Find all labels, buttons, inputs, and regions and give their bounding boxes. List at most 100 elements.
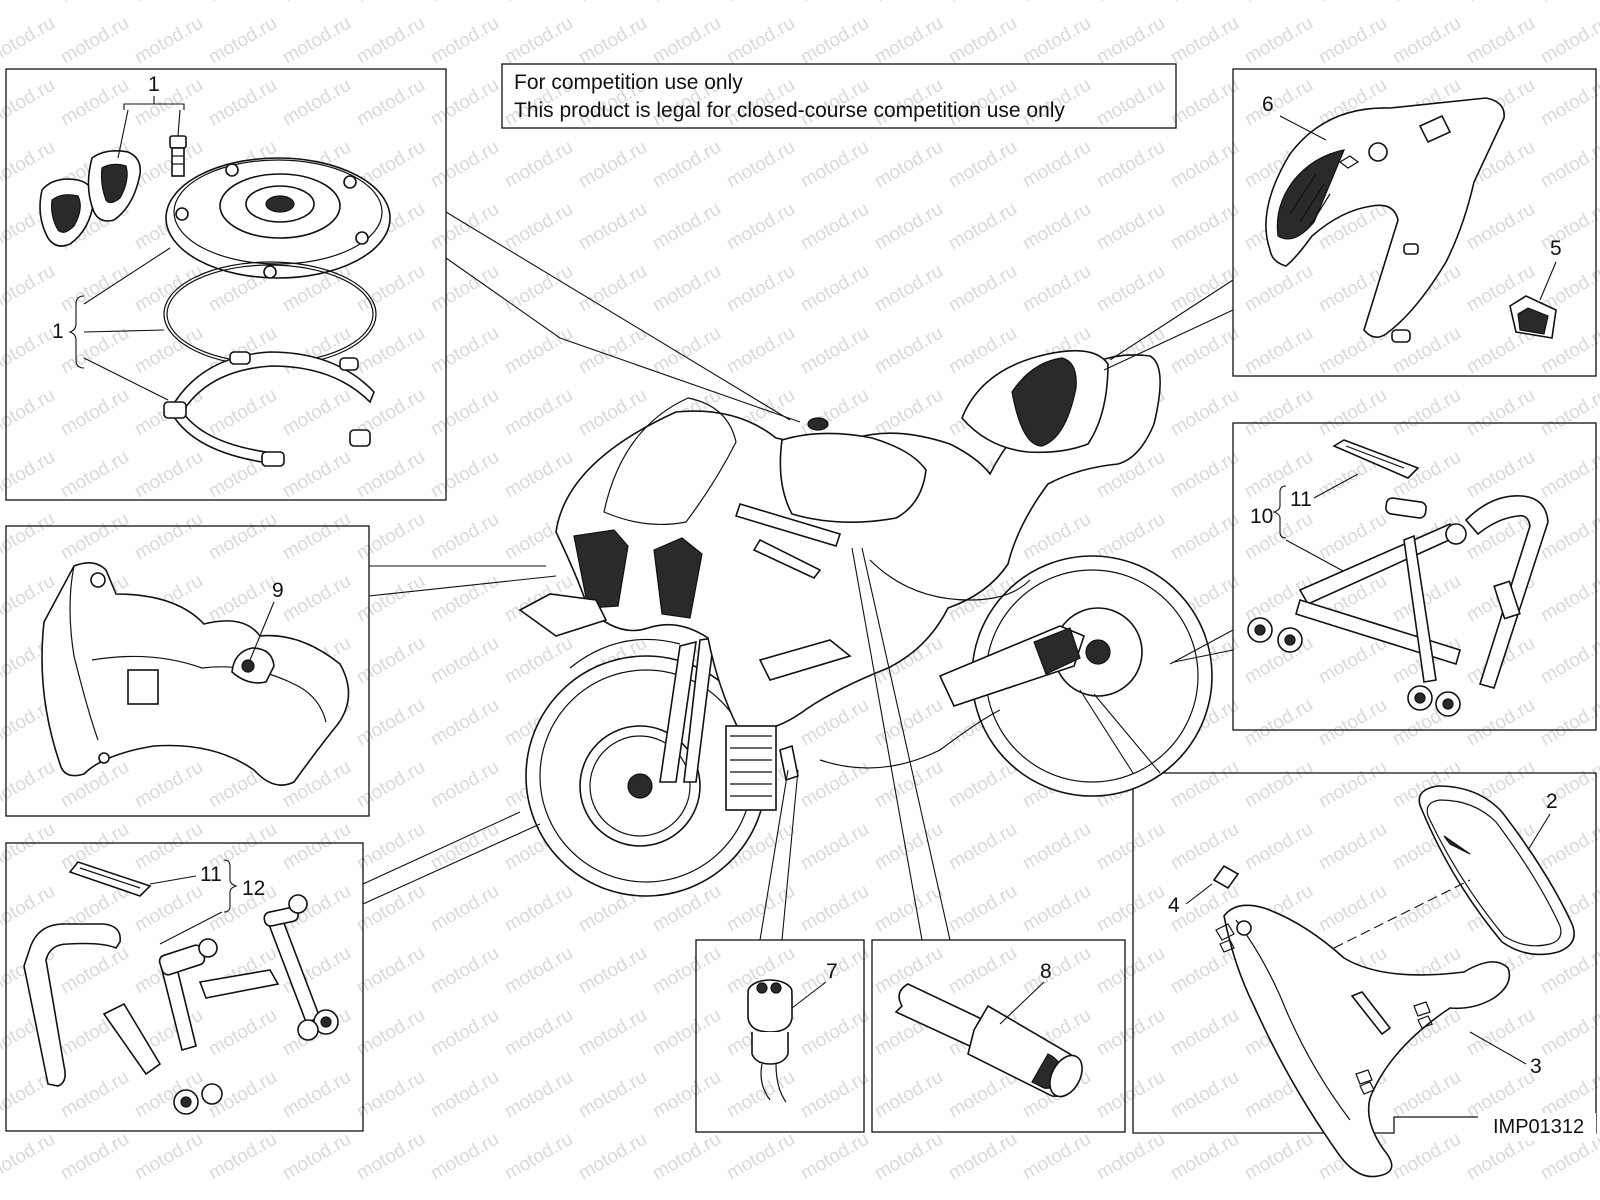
watermark-text: motod.ru (279, 13, 354, 69)
watermark-text: motod.ru (353, 757, 428, 813)
watermark-text: motod.ru (871, 13, 946, 69)
watermark-text: motod.ru (353, 509, 428, 565)
watermark-text: motod.ru (0, 509, 59, 565)
callout-8: 8 (1040, 960, 1052, 983)
watermark-text: motod.ru (649, 1067, 724, 1123)
watermark-text: motod.ru (1093, 13, 1168, 69)
panel-fuel-cap: 1 1 (5, 68, 447, 501)
watermark-text: motod.ru (1537, 819, 1600, 875)
decal-icon (68, 861, 152, 897)
callout-11-right: 11 (1290, 488, 1312, 511)
watermark-text: motod.ru (1093, 1067, 1168, 1123)
watermark-text: motod.ru (945, 757, 1020, 813)
watermark-text: motod.ru (57, 13, 132, 69)
watermark-text: motod.ru (353, 323, 428, 379)
panel-connector: 7 (695, 939, 865, 1133)
watermark-text: motod.ru (1463, 695, 1538, 751)
watermark-text: motod.ru (797, 261, 872, 317)
watermark-text: motod.ru (0, 261, 59, 317)
watermark-text: motod.ru (205, 0, 280, 6)
motorcycle-illustration (518, 349, 1213, 897)
watermark-text: motod.ru (427, 1129, 502, 1185)
watermark-text: motod.ru (205, 13, 280, 69)
watermark-text: motod.ru (501, 1129, 576, 1185)
watermark-text: motod.ru (723, 1129, 798, 1185)
watermark-text: motod.ru (1389, 881, 1464, 937)
watermark-text: motod.ru (501, 0, 576, 6)
front-stand-icon (23, 894, 339, 1115)
callout-3: 3 (1530, 1055, 1542, 1078)
watermark-text: motod.ru (1167, 1067, 1242, 1123)
watermark-text: motod.ru (1315, 385, 1390, 441)
panel-rear-stand: 11 10 (1232, 422, 1597, 731)
watermark-text: motod.ru (353, 447, 428, 503)
callout-1-side: 1 (52, 320, 64, 343)
watermark-text: motod.ru (353, 75, 428, 131)
watermark-text: motod.ru (797, 323, 872, 379)
watermark-text: motod.ru (1241, 819, 1316, 875)
watermark-text: motod.ru (1537, 695, 1600, 751)
watermark-text: motod.ru (1019, 199, 1094, 255)
watermark-text: motod.ru (945, 13, 1020, 69)
watermark-text: motod.ru (945, 943, 1020, 999)
panel-frame (5, 525, 370, 817)
watermark-text: motod.ru (0, 13, 59, 69)
watermark-text: motod.ru (427, 261, 502, 317)
seat-cowl-icon (1265, 97, 1505, 343)
watermark-text: motod.ru (1389, 1129, 1464, 1185)
watermark-text: motod.ru (427, 633, 502, 689)
panel-front-stand: 11 12 (5, 842, 364, 1132)
watermark-text: motod.ru (427, 323, 502, 379)
watermark-text: motod.ru (501, 137, 576, 193)
watermark-text: motod.ru (131, 509, 206, 565)
watermark-text: motod.ru (131, 447, 206, 503)
watermark-text: motod.ru (1167, 819, 1242, 875)
watermark-text: motod.ru (575, 199, 650, 255)
watermark-text: motod.ru (427, 757, 502, 813)
watermark-text: motod.ru (1167, 509, 1242, 565)
watermark-text: motod.ru (501, 1067, 576, 1123)
screw-icon (169, 135, 187, 177)
clip-icon (1212, 864, 1240, 890)
watermark-text: motod.ru (723, 13, 798, 69)
watermark-text: motod.ru (871, 0, 946, 6)
callout-7: 7 (826, 960, 838, 983)
plug-icon (1509, 295, 1557, 339)
watermark-text: motod.ru (1389, 1067, 1464, 1123)
watermark-text: motod.ru (1315, 757, 1390, 813)
watermark-text: motod.ru (649, 0, 724, 6)
watermark-text: motod.ru (0, 1129, 59, 1185)
watermark-text: motod.ru (57, 447, 132, 503)
watermark-text: motod.ru (205, 1129, 280, 1185)
watermark-text: motod.ru (1093, 819, 1168, 875)
watermark-text: motod.ru (1241, 261, 1316, 317)
watermark-text: motod.ru (871, 199, 946, 255)
panel-frame (1232, 422, 1597, 731)
watermark-text: motod.ru (797, 819, 872, 875)
watermark-text: motod.ru (501, 323, 576, 379)
notice-line-1: For competition use only (514, 71, 743, 94)
watermark-text: motod.ru (1537, 13, 1600, 69)
callout-9: 9 (272, 579, 284, 602)
watermark-text: motod.ru (1167, 261, 1242, 317)
watermark-text: motod.ru (871, 1067, 946, 1123)
watermark-text: motod.ru (205, 571, 280, 627)
watermark-text: motod.ru (575, 1005, 650, 1061)
watermark-text: motod.ru (871, 137, 946, 193)
watermark-text: motod.ru (575, 0, 650, 6)
watermark-text: motod.ru (871, 695, 946, 751)
watermark-text: motod.ru (1019, 943, 1094, 999)
watermark-text: motod.ru (1315, 819, 1390, 875)
watermark-text: motod.ru (427, 571, 502, 627)
fuel-cap-icon (165, 157, 391, 279)
watermark-text: motod.ru (131, 13, 206, 69)
watermark-text: motod.ru (723, 0, 798, 6)
watermark-text: motod.ru (57, 385, 132, 441)
watermark-text: motod.ru (575, 13, 650, 69)
watermark-text: motod.ru (353, 13, 428, 69)
watermark-text: motod.ru (353, 881, 428, 937)
watermark-text: motod.ru (279, 1067, 354, 1123)
watermark-text: motod.ru (723, 323, 798, 379)
watermark-text: motod.ru (1463, 13, 1538, 69)
